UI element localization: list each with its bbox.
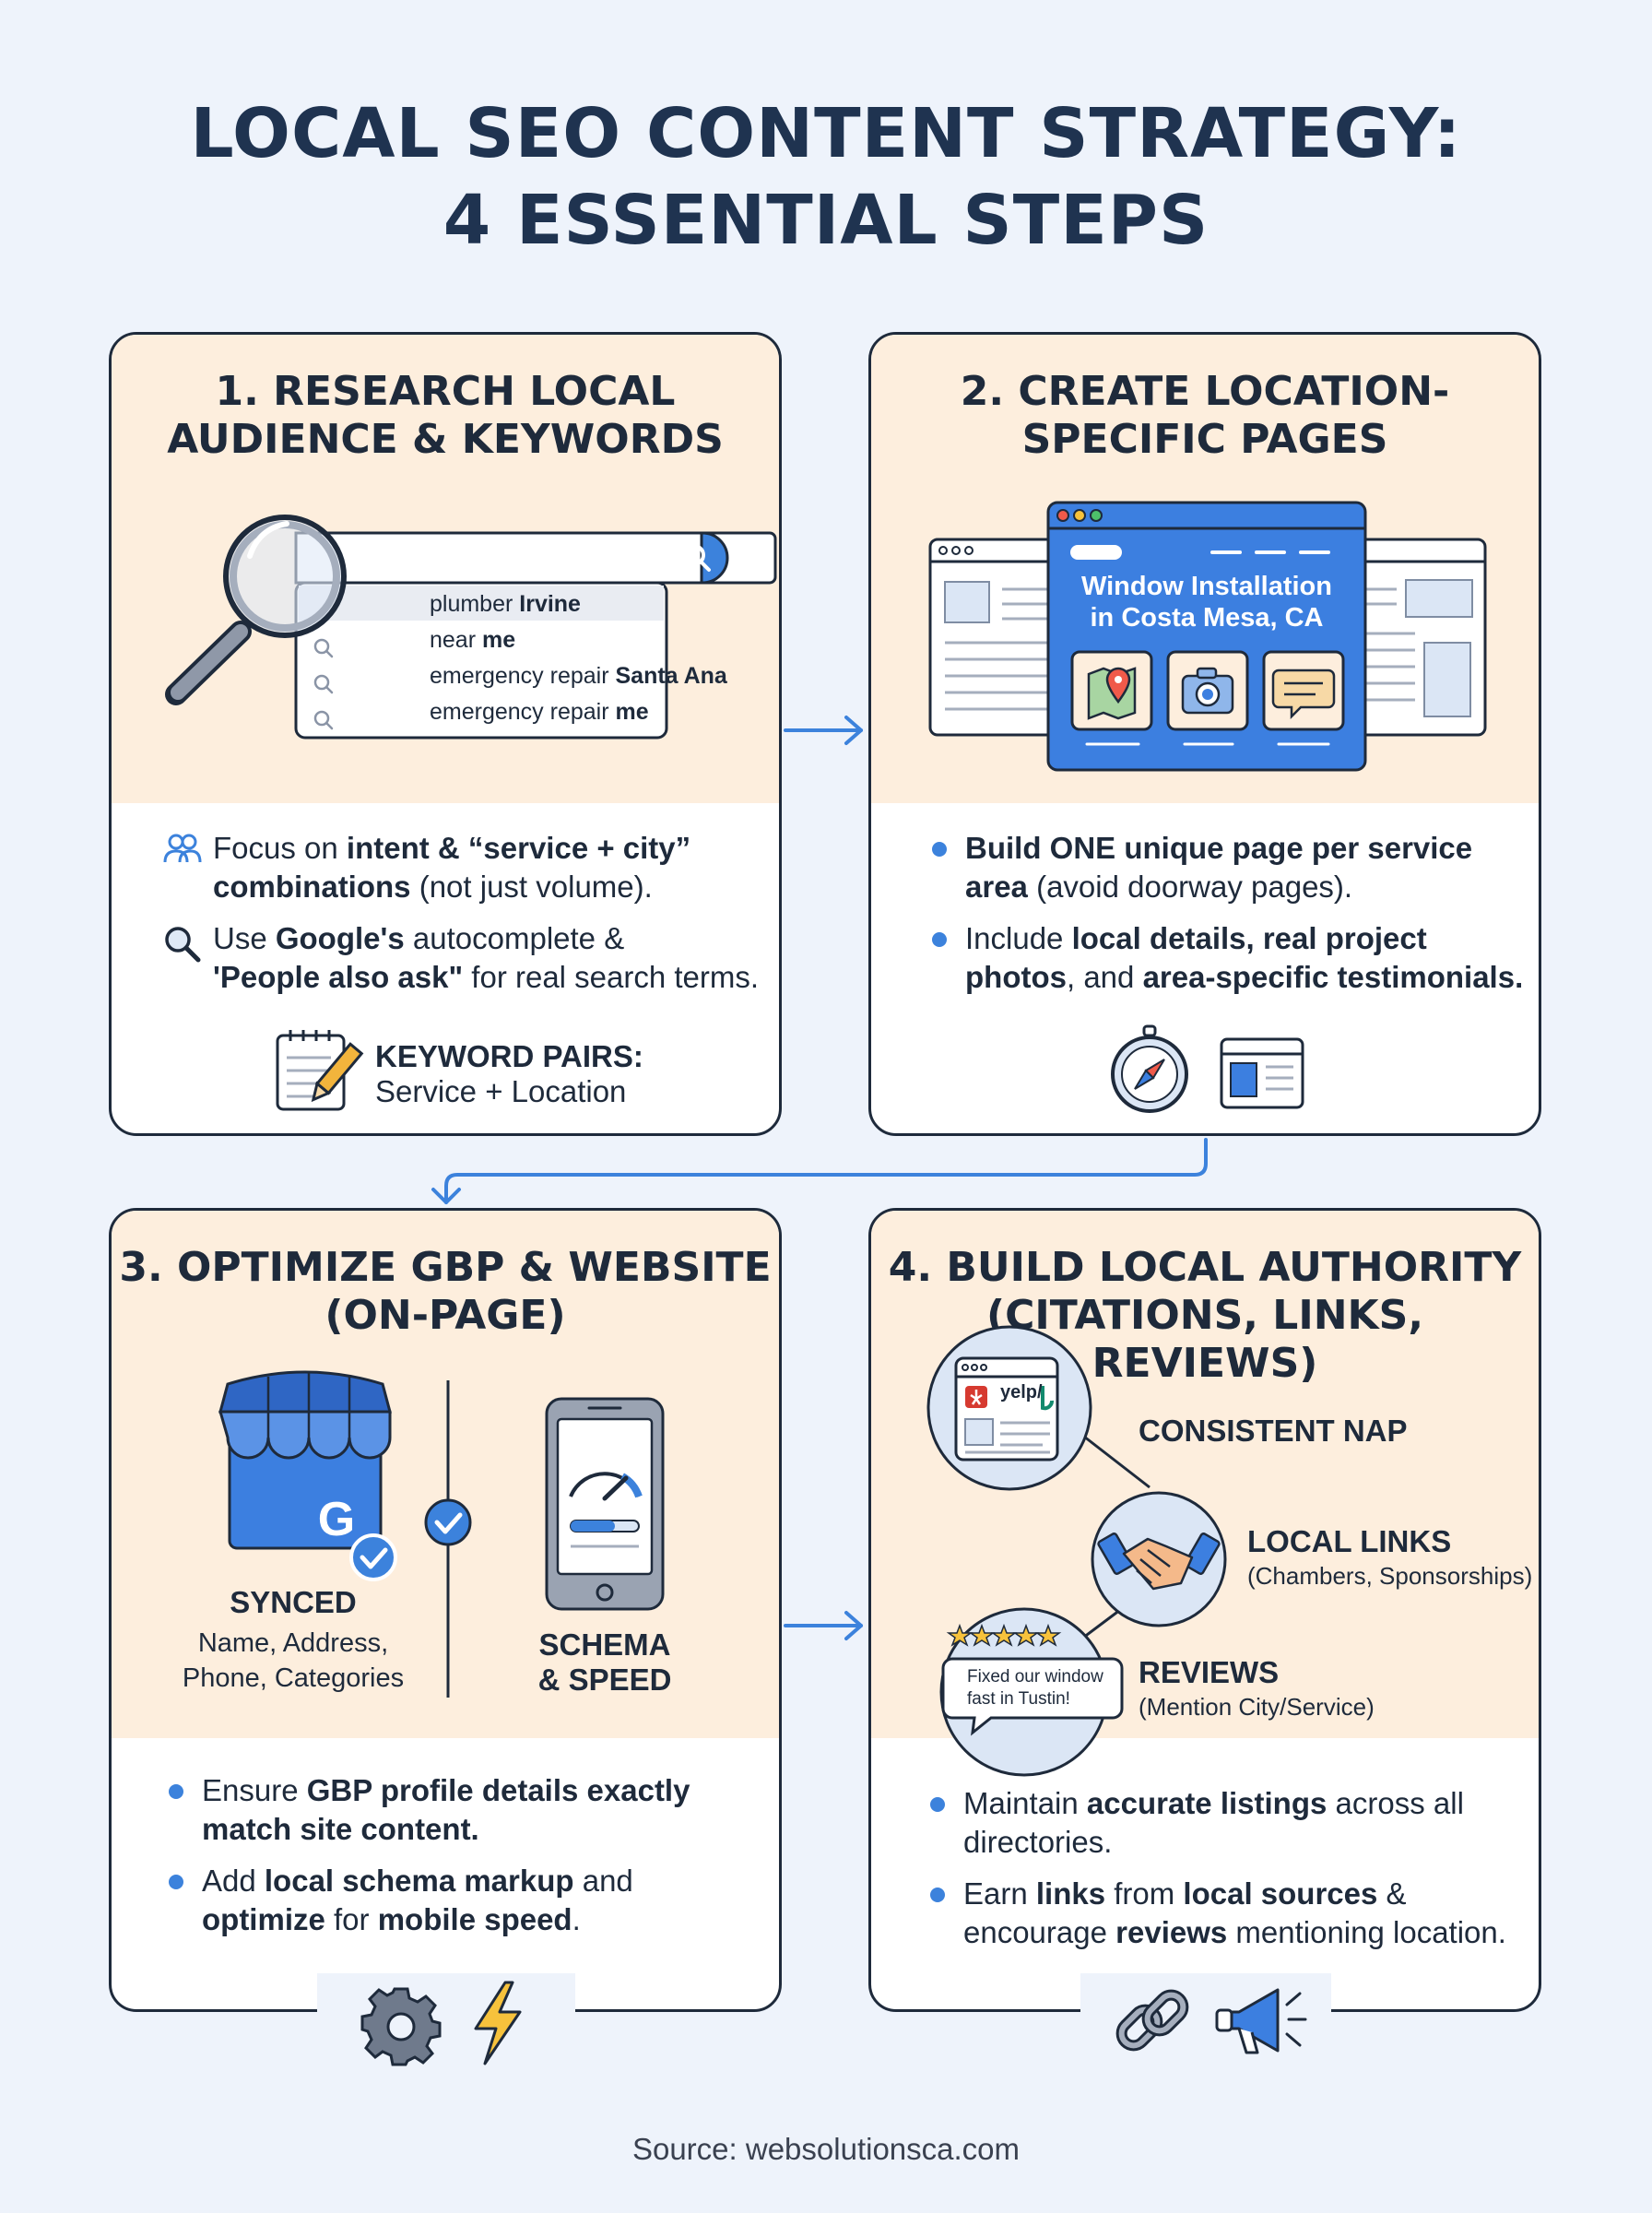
arrow-step2-to-step3: [431, 1138, 1208, 1204]
people-icon: [163, 834, 202, 863]
compass-icon: [1111, 1024, 1188, 1113]
step-1-card: 1. RESEARCH LOCAL AUDIENCE & KEYWORDS pl…: [109, 332, 782, 1136]
location-page-illustration: [928, 501, 1487, 772]
page-title: LOCAL SEO CONTENT STRATEGY: 4 ESSENTIAL …: [0, 90, 1652, 264]
svg-text:G: G: [318, 1493, 355, 1546]
mobile-speed-icon: [545, 1397, 665, 1611]
bullet-dot: [169, 1784, 183, 1799]
lightning-bolt-icon: [474, 1981, 522, 2065]
camera-icon: [1181, 667, 1234, 715]
step-4-title: 4. BUILD LOCAL AUTHORITY (CITATIONS, LIN…: [888, 1244, 1522, 1387]
review-bubble-text: Fixed our window fast in Tustin!: [967, 1667, 1103, 1709]
bullet-dot: [932, 932, 947, 947]
location-page-heading: Window Installation in Costa Mesa, CA: [1080, 572, 1332, 633]
step-4-bottom-icons: [1080, 1973, 1331, 2062]
handshake-icon: [1091, 1491, 1227, 1627]
arrow-step1-to-step2: [784, 716, 863, 745]
webpage-layout-icon: [1220, 1037, 1304, 1109]
step-2-card: 2. CREATE LOCATION- SPECIFIC PAGES: [868, 332, 1541, 1136]
suggestion-1[interactable]: plumber Irvine: [430, 591, 581, 617]
synced-sub: Name, Address, Phone, Categories: [182, 1628, 405, 1693]
step-4-bullet-2: Earn links from local sources & encourag…: [963, 1876, 1506, 1949]
suggestion-2[interactable]: near me: [430, 627, 516, 653]
magnifier-icon: [165, 515, 347, 705]
bullet-dot: [930, 1797, 945, 1812]
step-1-bullet-2: Use Google's autocomplete & 'People also…: [213, 921, 760, 994]
search-icon: [683, 544, 711, 572]
consistent-nap-label: CONSISTENT NAP: [1139, 1414, 1408, 1448]
title-line-1: LOCAL SEO CONTENT STRATEGY:: [190, 94, 1462, 173]
megaphone-icon: [1215, 1988, 1307, 2054]
bullet-dot: [169, 1875, 183, 1889]
bullet-dot: [932, 842, 947, 857]
yelp-logo: yelp/: [1000, 1382, 1043, 1402]
local-links-label: LOCAL LINKS: [1247, 1524, 1452, 1558]
step-2-title: 2. CREATE LOCATION- SPECIFIC PAGES: [960, 368, 1450, 463]
sync-check-icon: [424, 1498, 472, 1546]
google-business-storefront-icon: G: [218, 1370, 397, 1581]
step-1-bullet-1: Focus on intent & “service + city” combi…: [213, 831, 691, 904]
suggestion-dropdown: [294, 581, 668, 740]
search-illustration: [165, 515, 777, 740]
suggestion-4[interactable]: emergency repair me: [430, 699, 649, 725]
reviews-label: REVIEWS: [1139, 1655, 1280, 1689]
map-pin-icon: [1087, 667, 1137, 720]
title-line-2: 4 ESSENTIAL STEPS: [442, 181, 1210, 260]
schema-speed-label: SCHEMA & SPEED: [537, 1627, 672, 1697]
right-browser-window: [1345, 538, 1487, 737]
gbp-website-illustration: G: [218, 1370, 665, 1698]
step-4-card: 4. BUILD LOCAL AUTHORITY (CITATIONS, LIN…: [868, 1208, 1541, 2012]
step-3-title: 3. OPTIMIZE GBP & WEBSITE (ON-PAGE): [119, 1244, 772, 1339]
keyword-pairs-label: KEYWORD PAIRS:: [375, 1039, 643, 1073]
synced-label: SYNCED: [230, 1585, 357, 1619]
arrow-step3-to-step4: [784, 1611, 863, 1640]
step-3-bullet-2: Add local schema markup and optimize for…: [202, 1864, 633, 1936]
reviews-icon: [939, 1607, 1124, 1777]
source-credit: Source: websolutionsca.com: [631, 2132, 1021, 2166]
step-4-bullet-1: Maintain accurate listings across all di…: [963, 1786, 1464, 1859]
step-1-title: 1. RESEARCH LOCAL AUDIENCE & KEYWORDS: [167, 368, 724, 463]
chat-bubble-icon: [1271, 669, 1336, 720]
suggestion-3[interactable]: emergency repair Santa Ana: [430, 663, 727, 689]
step-3-card: 3. OPTIMIZE GBP & WEBSITE (ON-PAGE) G: [109, 1208, 782, 2012]
local-links-sub: (Chambers, Sponsorships): [1247, 1562, 1533, 1590]
step-3-band: [112, 1211, 779, 1738]
chain-link-icon: [1115, 1989, 1189, 2052]
gear-icon: [360, 1987, 442, 2066]
center-browser-window: [1046, 501, 1367, 772]
magnifier-small-icon: [165, 927, 201, 963]
bullet-dot: [930, 1888, 945, 1902]
step-2-bullet-2: Include local details, real project phot…: [965, 921, 1524, 994]
local-authority-illustration: [926, 1325, 1227, 1777]
keyword-pairs-sub: Service + Location: [375, 1074, 627, 1108]
reviews-sub: (Mention City/Service): [1139, 1693, 1375, 1721]
notepad-pencil-icon: [276, 1030, 364, 1111]
step-3-bottom-icons: [317, 1973, 575, 2066]
directory-listing-icon: [926, 1325, 1092, 1491]
